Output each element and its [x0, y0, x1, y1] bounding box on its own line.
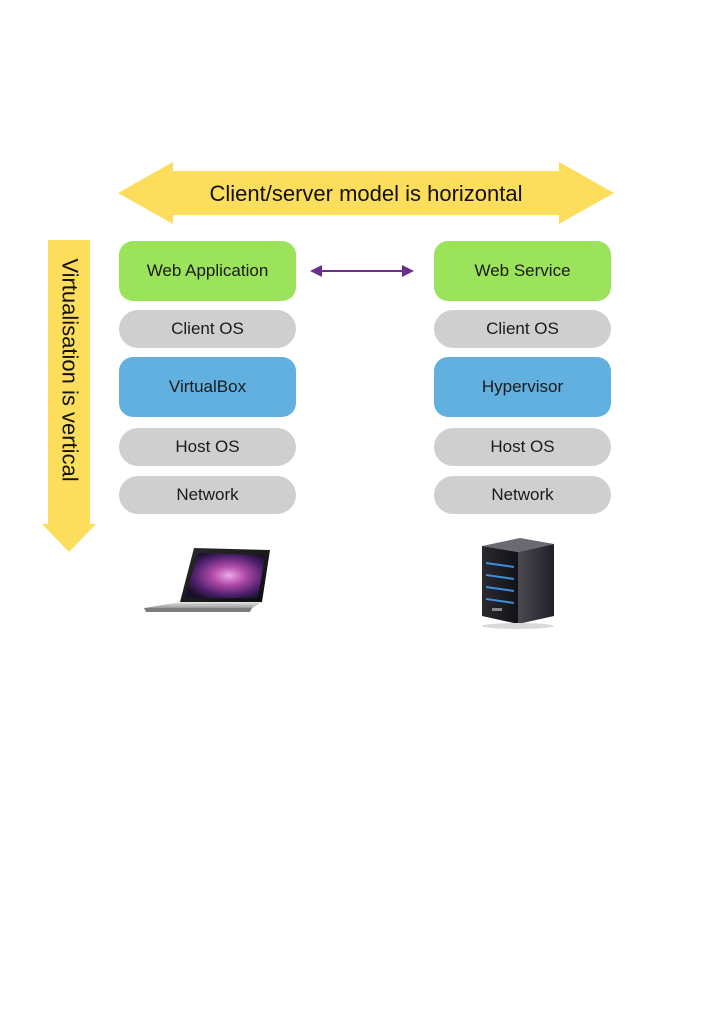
client-layer-host-os: Host OS — [119, 428, 296, 466]
server-layer-hypervisor: Hypervisor — [434, 357, 611, 417]
server-tower-icon — [482, 538, 554, 629]
client-layer-web-application: Web Application — [119, 241, 296, 301]
horizontal-arrow-label: Client/server model is horizontal — [209, 181, 523, 206]
laptop-icon — [144, 548, 270, 612]
vertical-arrow — [42, 240, 96, 552]
server-layer-host-os: Host OS — [434, 428, 611, 466]
client-layer-network: Network — [119, 476, 296, 514]
client-layer-virtualbox: VirtualBox — [119, 357, 296, 417]
server-layer-client-os: Client OS — [434, 310, 611, 348]
client-layer-client-os: Client OS — [119, 310, 296, 348]
server-layer-network: Network — [434, 476, 611, 514]
server-layer-web-service: Web Service — [434, 241, 611, 301]
vertical-arrow-label: Virtualisation is vertical — [58, 258, 84, 482]
horizontal-double-arrow — [118, 162, 614, 224]
double-headed-arrow-icon — [310, 265, 414, 277]
